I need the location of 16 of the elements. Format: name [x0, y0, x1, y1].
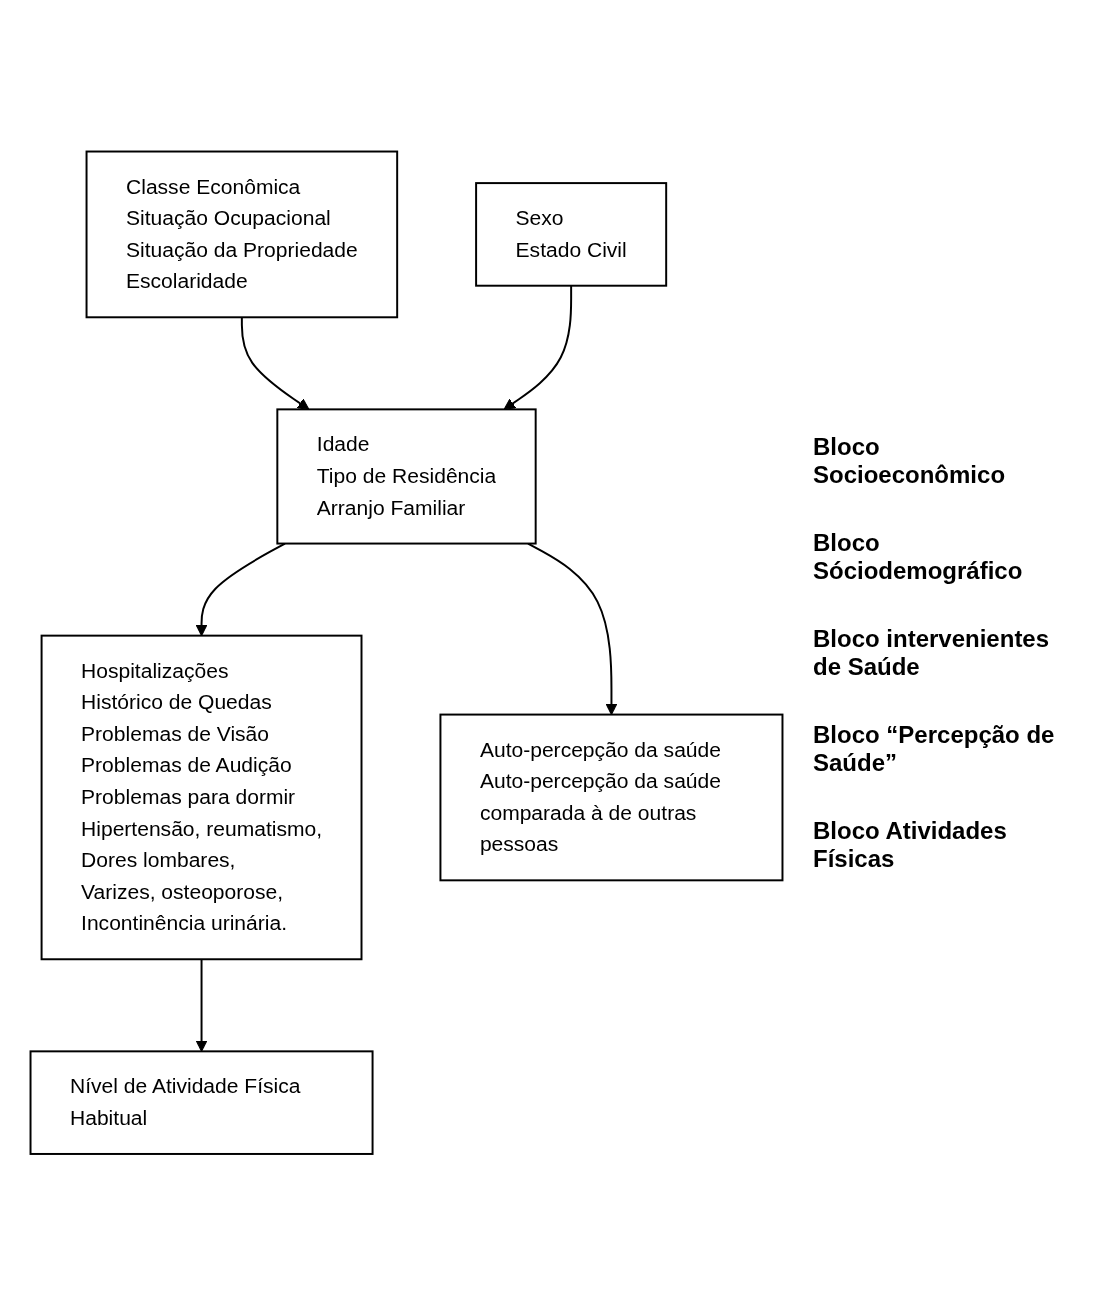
node-box: Sexo Estado Civil [475, 182, 668, 287]
block-heading: Bloco Socioeconômico [813, 433, 1007, 489]
arrow [240, 316, 310, 411]
node-box: Classe Econômica Situação Ocupacional Situação da Propriedade Escolaridade [85, 150, 399, 319]
node-box: Auto-percepção da saúde Auto-percepção da saúde comparada à de outras pessoas [439, 713, 784, 882]
block-heading: Bloco “Percepção de Saúde” [813, 721, 1056, 777]
node-box: Idade Tipo de Residência Arranjo Familiar [276, 408, 537, 545]
arrow [527, 542, 618, 716]
block-heading: Bloco intervenientes de Saúde [813, 625, 1051, 681]
node-box: Nível de Atividade Física Habitual [29, 1050, 374, 1156]
arrow [195, 542, 286, 637]
arrow [503, 284, 573, 411]
node-box: Hospitalizações Histórico de Quedas Problemas de Visão Problemas de Audição Problemas para dormir Hipertensão, reumatismo, Dores lombares, Varizes, osteoporose, Incontinência urinária. [40, 634, 363, 961]
arrow [195, 958, 208, 1053]
block-heading: Bloco Sóciodemográfico [813, 529, 1024, 585]
block-heading: Bloco Atividades Físicas [813, 817, 1008, 873]
